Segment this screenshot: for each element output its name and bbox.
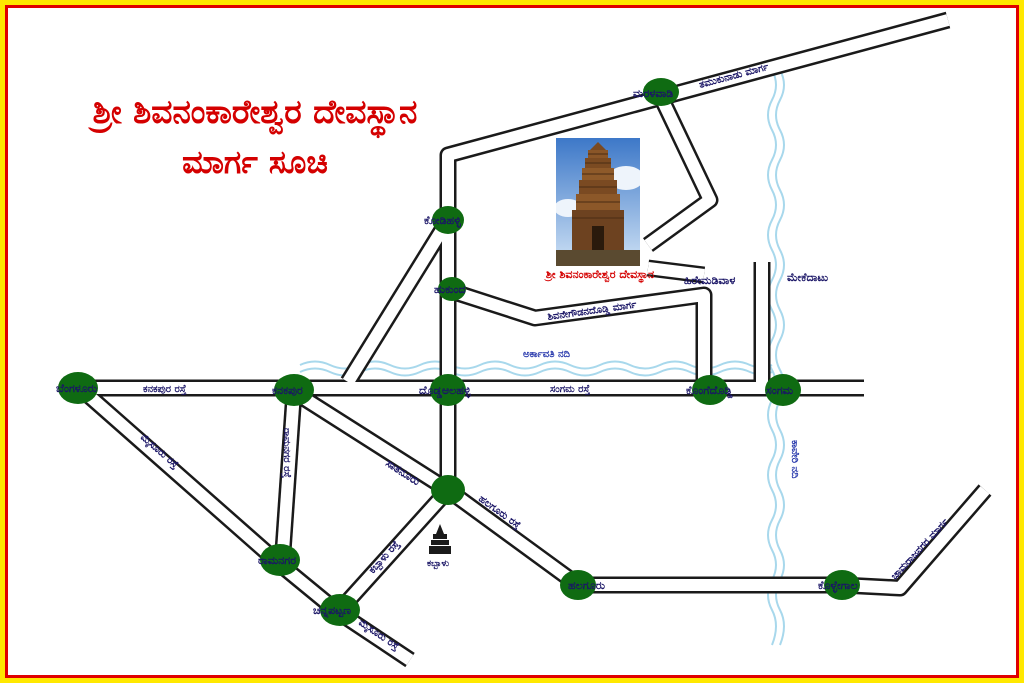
label-kollegala: ಕೊಳ್ಳೇಗಾಲ bbox=[818, 579, 858, 593]
junction-kongedoddi[interactable] bbox=[692, 375, 728, 405]
junction-halagur[interactable] bbox=[560, 570, 596, 600]
junction-doddaaluhalli[interactable] bbox=[430, 374, 466, 406]
map-subtitle: ಮಾರ್ಗ ಸೂಚಿ bbox=[182, 143, 328, 181]
label-sangama: ಸಂಗಮ bbox=[766, 384, 794, 397]
label-sangama-road: ಸಂಗಮ ರಸ್ತೆ bbox=[550, 384, 591, 396]
label-channapatna: ಚನ್ನಪಟ್ಟಣ bbox=[313, 604, 351, 618]
junction-bengaluru[interactable] bbox=[58, 372, 98, 404]
label-mekedatu: ಮೇಕೆದಾಟು bbox=[787, 271, 829, 284]
label-hiremadivala: ಹಿರೇಮಡಿವಾಳ bbox=[684, 274, 735, 287]
label-halagur: ಹಲಗೂರು bbox=[568, 579, 606, 592]
temple-photo bbox=[556, 138, 640, 266]
label-kaveri-river: ಕಾವೇರಿ ನದಿ bbox=[789, 440, 800, 479]
label-kanakapura-road: ಕನಕಪುರ ರಸ್ತೆ bbox=[143, 384, 187, 396]
label-arkavathi-river: ಅರ್ಕಾವತಿ ನದಿ bbox=[523, 349, 571, 360]
junction-markers bbox=[58, 78, 860, 626]
junction-channapatna[interactable] bbox=[320, 594, 360, 626]
label-hukunda: ಹುಕುಂದ bbox=[434, 283, 466, 296]
junction-maralavadi[interactable] bbox=[643, 78, 679, 106]
junction-ramanagara[interactable] bbox=[260, 544, 300, 576]
label-doddaaluhalli: ದೊಡ್ಡಆಲಹಳ್ಳಿ bbox=[419, 384, 471, 398]
road-network-fill bbox=[76, 14, 990, 665]
label-bengaluru: ಬೆಂಗಳೂರು bbox=[56, 382, 98, 395]
junction-sangama[interactable] bbox=[765, 374, 801, 406]
label-kanakapura: ಕನಕಪುರ bbox=[272, 384, 303, 397]
junction-hukunda[interactable] bbox=[438, 277, 466, 301]
label-ramanagara: ರಾಮನಗರ bbox=[258, 554, 296, 567]
label-kodihalli: ಕೋಡಿಹಳ್ಳಿ bbox=[424, 214, 461, 228]
map-border-inner bbox=[5, 5, 1019, 678]
label-maralavadi: ಮರಳವಾಡಿ bbox=[633, 87, 673, 100]
kabbalu-temple-icon bbox=[429, 524, 451, 554]
label-ramanagara-road: ರಾಮನಗರ ರಸ್ತೆ bbox=[280, 428, 292, 479]
label-kabbalu: ಕಬ್ಬಾಳು bbox=[427, 559, 449, 570]
label-kongedoddi: ಕೊಂಗೆದೊಡ್ಡಿ bbox=[686, 384, 733, 398]
junction-kodihalli[interactable] bbox=[432, 206, 464, 234]
junction-sathanuru[interactable] bbox=[431, 475, 465, 505]
junction-kanakapura[interactable] bbox=[274, 374, 314, 406]
river-labels: ಅರ್ಕಾವತಿ ನದಿ ಕಾವೇರಿ ನದಿ bbox=[523, 349, 800, 479]
junction-kollegala[interactable] bbox=[824, 570, 860, 600]
temple-caption: ಶ್ರೀ ಶಿವನಂಕಾರೇಶ್ವರ ದೇವಸ್ಥಾನ bbox=[545, 268, 655, 281]
map-title: ಶ್ರೀ ಶಿವನಂಕಾರೇಶ್ವರ ದೇವಸ್ಥಾನ bbox=[92, 92, 418, 131]
